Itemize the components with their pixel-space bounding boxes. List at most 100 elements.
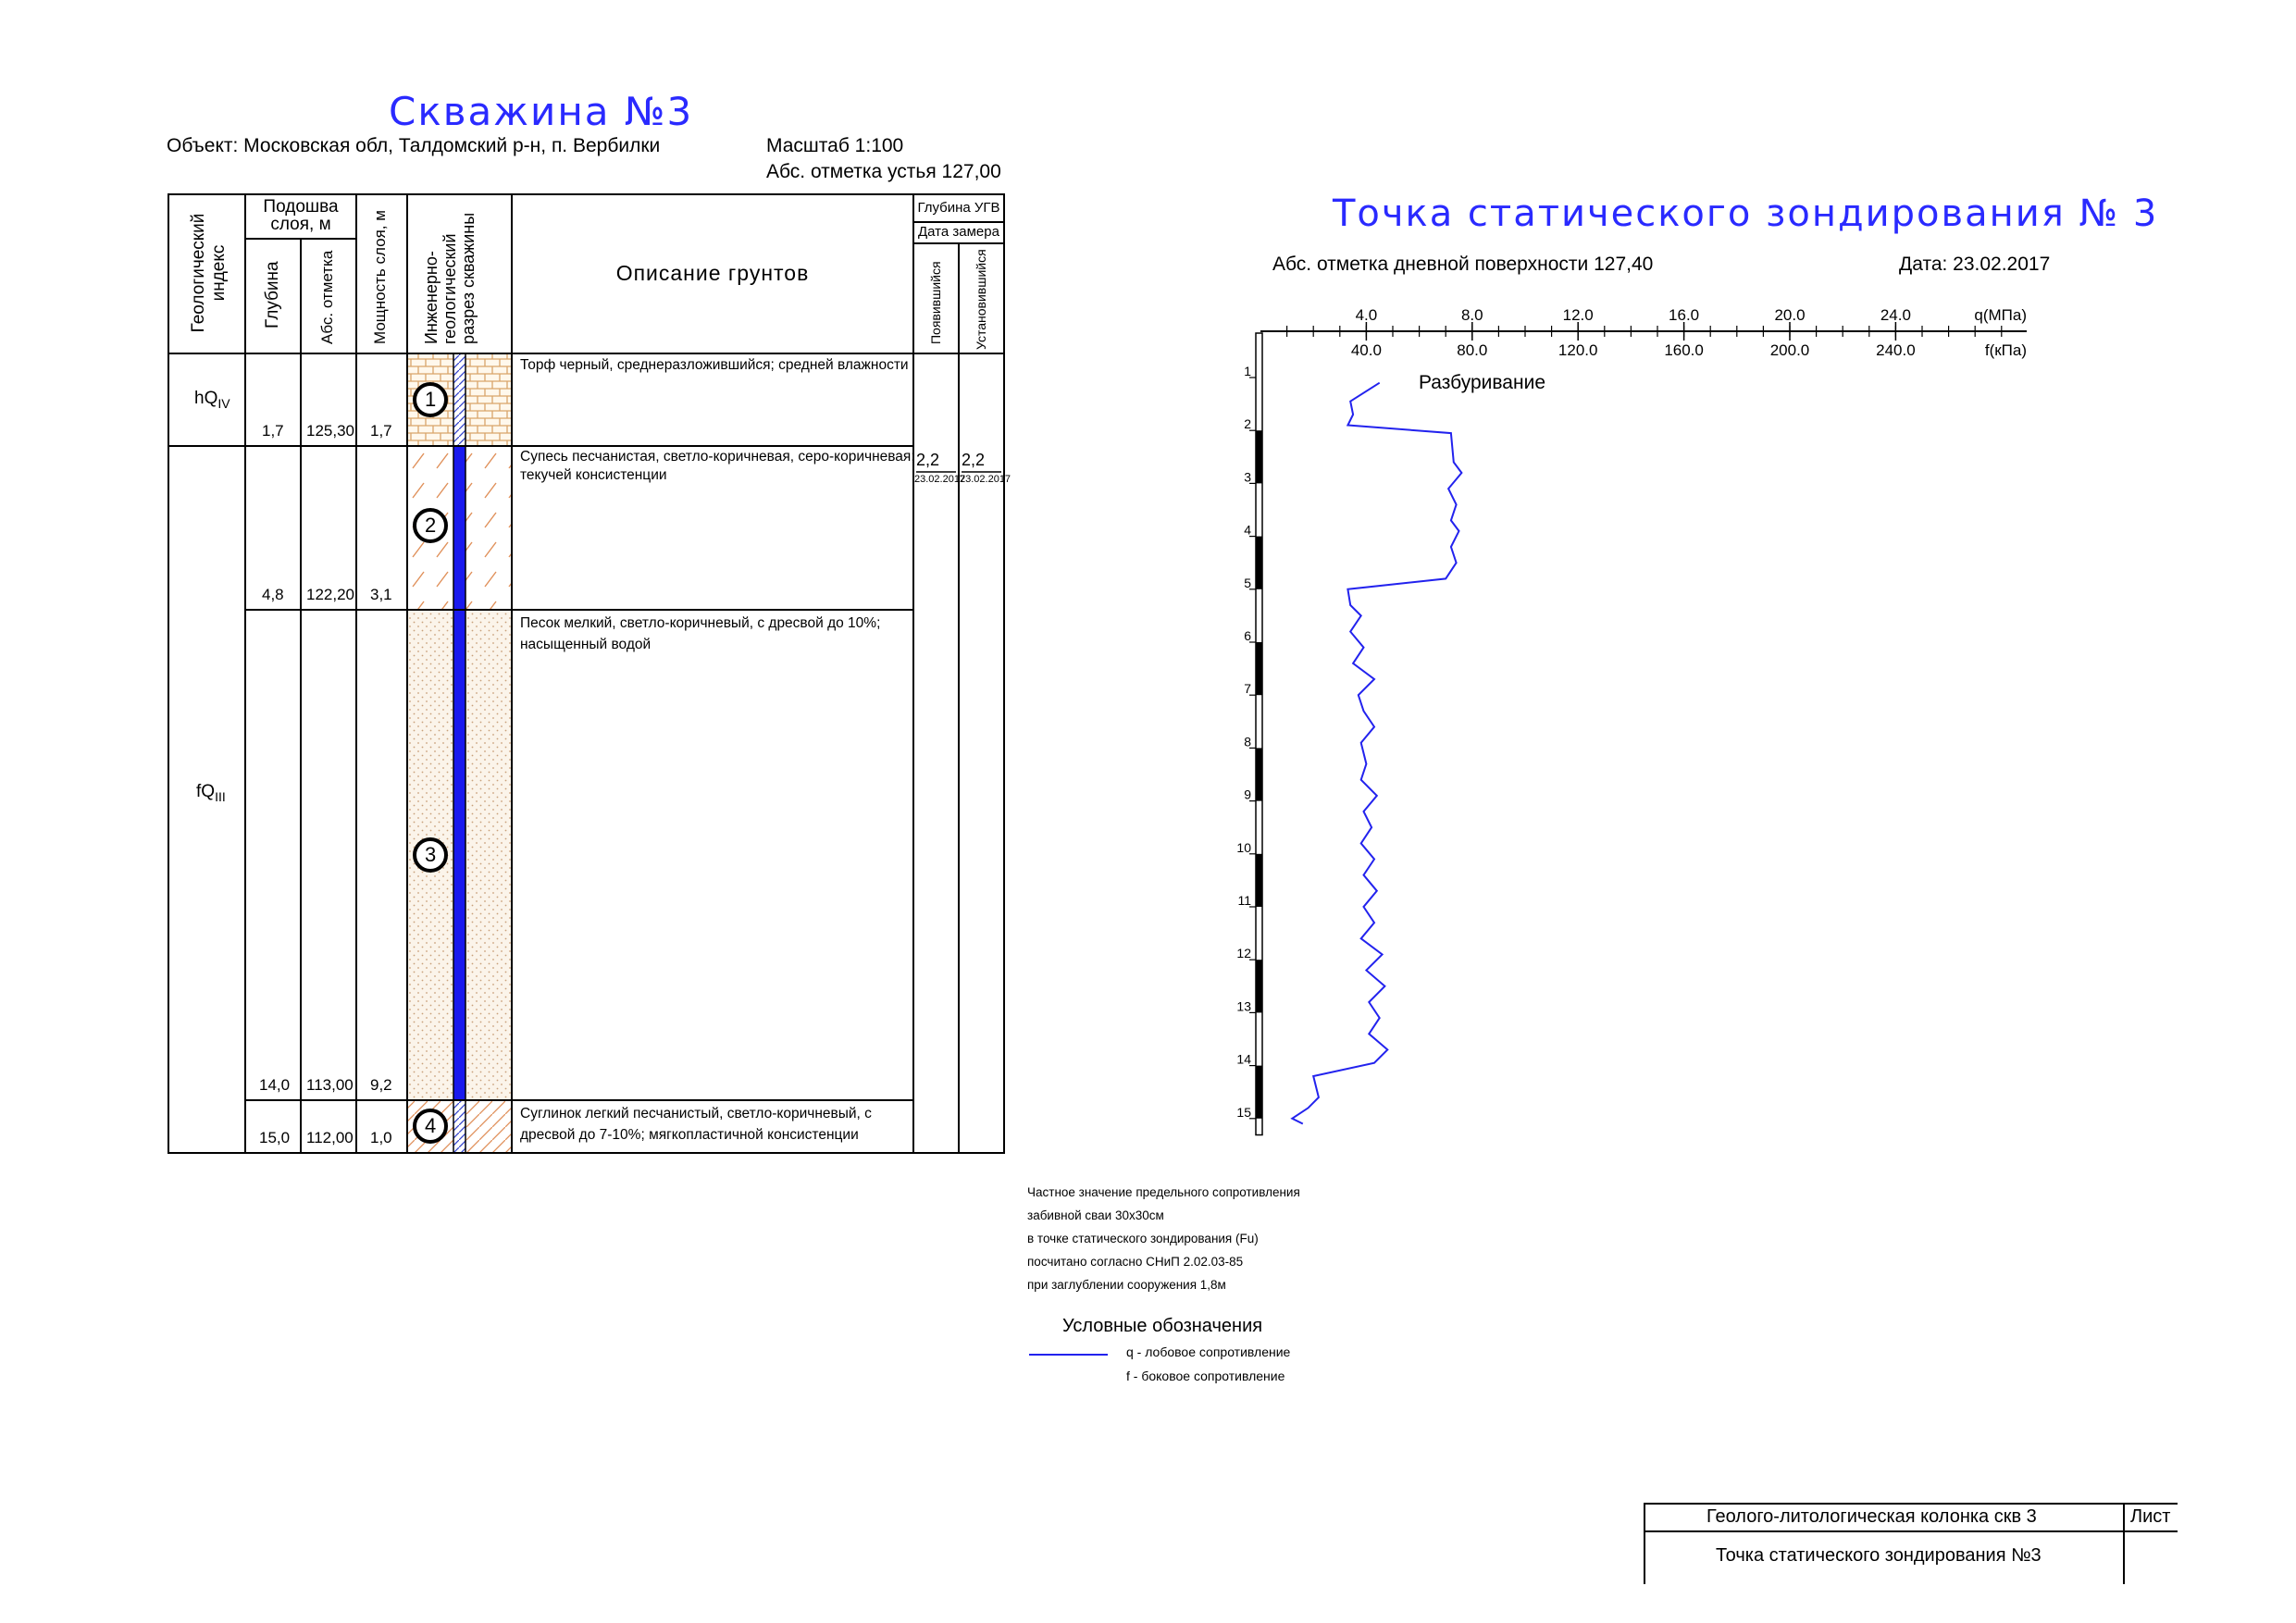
description-line: текучей консистенции bbox=[520, 467, 667, 483]
q-tick-label: 4.0 bbox=[1356, 306, 1378, 324]
depth-axis-segment bbox=[1256, 1065, 1262, 1119]
layer-description: Торф черный, среднеразложившийся; средне… bbox=[520, 356, 909, 375]
description-line: дресвой до 7-10%; мягкопластичной консис… bbox=[520, 1127, 859, 1143]
depth-axis-segment bbox=[1256, 536, 1262, 589]
depth-tick-label: 6 bbox=[1244, 628, 1251, 643]
layer-number: 4 bbox=[425, 1114, 437, 1137]
surface-elevation-label: Абс. отметка дневной поверхности 127,40 bbox=[1272, 254, 1654, 275]
gw-appeared-date: 23.02.2017 bbox=[914, 474, 966, 485]
scale-label: Масштаб 1:100 bbox=[766, 135, 904, 156]
geo-index-base: fQ bbox=[196, 782, 216, 801]
depth-tick-label: 2 bbox=[1244, 416, 1251, 431]
borehole-table bbox=[168, 193, 1005, 1154]
layer-abs: 112,00 bbox=[306, 1129, 354, 1146]
pile-note-line: в точке статического зондирования (Fu) bbox=[1027, 1232, 1259, 1245]
f-tick-label: 40.0 bbox=[1351, 341, 1382, 359]
header-sole-depth: Подошва слоя, м bbox=[263, 197, 339, 234]
layer-thickness: 3,1 bbox=[370, 586, 392, 603]
sounding-date: Дата: 23.02.2017 bbox=[1899, 254, 2051, 275]
depth-tick-label: 11 bbox=[1237, 893, 1251, 908]
geo-index-sub: IV bbox=[217, 395, 230, 411]
f-tick-label: 120.0 bbox=[1558, 341, 1598, 359]
q-tick-label: 8.0 bbox=[1461, 306, 1483, 324]
gw-appeared-depth: 2,2 bbox=[916, 451, 940, 469]
depth-axis-segment bbox=[1256, 642, 1262, 696]
layer-description: Суглинок легкий песчанистый, светло-кори… bbox=[520, 1103, 872, 1146]
pile-note-line: при заглублении сооружения 1,8м bbox=[1027, 1278, 1226, 1292]
object-label: Объект: Московская обл, Талдомский р-н, … bbox=[167, 135, 661, 156]
q-tick-label: 16.0 bbox=[1669, 306, 1699, 324]
layer-circle-1 bbox=[413, 382, 448, 417]
layer-abs: 125,30 bbox=[306, 422, 354, 440]
pile-note-line: забивной сваи 30х30см bbox=[1027, 1208, 1164, 1222]
depth-axis-segment bbox=[1256, 748, 1262, 801]
geo-index-hq4: hQIV bbox=[194, 389, 230, 411]
mouth-elevation-label: Абс. отметка устья 127,00 bbox=[766, 161, 1001, 182]
f-tick-label: 240.0 bbox=[1876, 341, 1916, 359]
title-block-line2: Точка статического зондирования №3 bbox=[1716, 1545, 2042, 1566]
layer-depth: 4,8 bbox=[262, 586, 284, 603]
layer-number: 1 bbox=[425, 388, 437, 411]
depth-tick-label: 15 bbox=[1236, 1105, 1251, 1120]
geo-index-sub: III bbox=[215, 788, 226, 804]
depth-tick-label: 1 bbox=[1244, 364, 1251, 378]
layer-circle-2 bbox=[413, 508, 448, 543]
layer-number: 2 bbox=[425, 514, 437, 537]
description-line: Супесь песчанистая, светло-коричневая, с… bbox=[520, 449, 915, 465]
layer-description: Супесь песчанистая, светло-коричневая, с… bbox=[520, 448, 915, 485]
depth-tick-label: 5 bbox=[1244, 576, 1251, 590]
legend-q-line bbox=[1029, 1354, 1108, 1356]
header-description: Описание грунтов bbox=[615, 261, 810, 285]
layer-depth: 14,0 bbox=[259, 1076, 291, 1094]
depth-axis-segment bbox=[1256, 960, 1262, 1013]
layer-circle-4 bbox=[413, 1109, 448, 1144]
layer-depth: 1,7 bbox=[262, 422, 284, 440]
depth-axis-segment bbox=[1256, 430, 1262, 484]
header-measure-date: Дата замера bbox=[918, 224, 999, 240]
layer-description: Песок мелкий, светло-коричневый, с дресв… bbox=[520, 613, 880, 655]
description-line: Торф черный, среднеразложившийся; средне… bbox=[520, 357, 909, 373]
title-block-divider-h bbox=[1645, 1530, 2178, 1532]
depth-axis bbox=[1255, 332, 1263, 1136]
legend-f-label: f - боковое сопротивление bbox=[1126, 1369, 1285, 1383]
q-tick-label: 20.0 bbox=[1774, 306, 1805, 324]
f-axis-label: f(кПа) bbox=[1985, 341, 2027, 359]
borehole-title: Скважина №3 bbox=[389, 89, 694, 134]
series-line-q bbox=[1290, 381, 1463, 1125]
depth-tick-label: 14 bbox=[1236, 1052, 1251, 1067]
depth-tick-label: 10 bbox=[1236, 840, 1251, 855]
depth-axis-segment bbox=[1256, 853, 1262, 907]
chart-annotation: Разбуривание bbox=[1419, 372, 1545, 393]
title-block-divider-v bbox=[2123, 1505, 2125, 1584]
layer-abs: 113,00 bbox=[306, 1076, 354, 1094]
f-tick-label: 200.0 bbox=[1770, 341, 1810, 359]
description-line: Суглинок легкий песчанистый, светло-кори… bbox=[520, 1106, 872, 1121]
description-line: Песок мелкий, светло-коричневый, с дресв… bbox=[520, 615, 881, 631]
depth-tick-label: 9 bbox=[1244, 787, 1251, 802]
legend-q-label: q - лобовое сопротивление bbox=[1126, 1344, 1291, 1359]
q-tick-label: 24.0 bbox=[1880, 306, 1911, 324]
geo-index-base: hQ bbox=[194, 389, 218, 408]
title-block-line1: Геолого-литологическая колонка скв 3 bbox=[1706, 1506, 2037, 1527]
q-tick-label: 12.0 bbox=[1563, 306, 1594, 324]
description-line: насыщенный водой bbox=[520, 637, 652, 652]
layer-thickness: 1,7 bbox=[370, 422, 392, 440]
f-tick-label: 160.0 bbox=[1664, 341, 1704, 359]
depth-tick-label: 12 bbox=[1236, 946, 1251, 960]
layer-abs: 122,20 bbox=[306, 586, 354, 603]
header-gw-depth: Глубина УГВ bbox=[917, 200, 1000, 216]
layer-depth: 15,0 bbox=[259, 1129, 291, 1146]
depth-tick-label: 8 bbox=[1244, 734, 1251, 749]
pile-note-line: посчитано согласно СНиП 2.02.03-85 bbox=[1027, 1255, 1244, 1269]
sounding-title: Точка статического зондирования № 3 bbox=[1333, 192, 2159, 235]
title-block-sheet: Лист bbox=[2130, 1506, 2171, 1527]
depth-tick-label: 4 bbox=[1244, 523, 1251, 538]
q-axis-label: q(МПа) bbox=[1974, 306, 2027, 324]
layer-thickness: 1,0 bbox=[370, 1129, 392, 1146]
gw-established-date: 23.02.2017 bbox=[960, 474, 1011, 485]
pile-note-line: Частное значение предельного сопротивлен… bbox=[1027, 1185, 1300, 1199]
layer-thickness: 9,2 bbox=[370, 1076, 392, 1094]
title-block: Геолого-литологическая колонка скв 3 Лис… bbox=[1644, 1503, 2178, 1584]
depth-tick-label: 7 bbox=[1244, 681, 1251, 696]
